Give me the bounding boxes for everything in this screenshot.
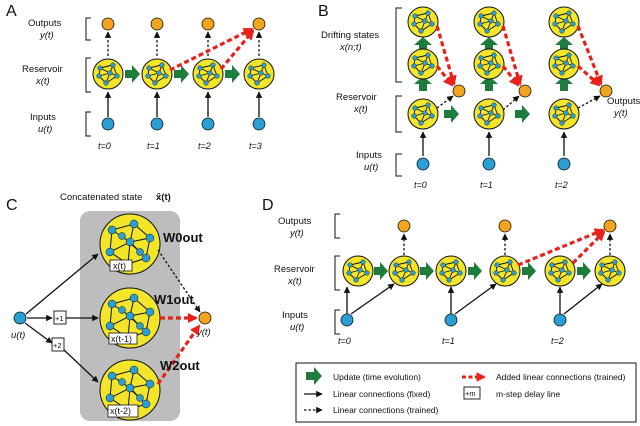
panel-d-outputs-label: Outputs xyxy=(278,216,312,227)
panel-b-inputs-symbol: u(t) xyxy=(364,162,378,173)
panel-d-outputs-bracket xyxy=(334,213,340,239)
panel-b-drifting-label: Drifting states xyxy=(321,30,379,41)
panel-b-input-arrows xyxy=(419,131,568,156)
panel-b-outputs-label: Outputs xyxy=(607,96,640,107)
panel-d-update-arrows xyxy=(374,262,591,280)
panel-a-outputs xyxy=(101,17,266,31)
panel-d-outputs xyxy=(397,219,617,233)
panel-d-tick-2: t=2 xyxy=(551,336,564,346)
panel-d-tick-0: t=0 xyxy=(338,336,351,346)
panel-a-tick-3: t=3 xyxy=(249,141,262,151)
legend-delay: m-step delay line xyxy=(496,389,561,399)
panel-a-input-arrows xyxy=(104,91,263,117)
panel-b-outputs-symbol: y(t) xyxy=(613,108,628,119)
legend-delay-icon xyxy=(463,386,481,400)
panel-d-reservoir-symbol: x(t) xyxy=(287,276,302,287)
panel-c-delay-1: +1 xyxy=(55,314,64,323)
panel-c-letter: C xyxy=(6,197,18,214)
panel-c-output-symbol: y(t) xyxy=(196,327,211,338)
panel-c-state-0: x(t) xyxy=(113,261,126,271)
legend-update: Update (time evolution) xyxy=(333,372,421,382)
panel-b-tick-2: t=2 xyxy=(555,180,568,190)
panel-a-outputs-bracket xyxy=(85,17,91,41)
panel-c-w0-link xyxy=(157,249,201,313)
legend-trained: Linear connections (trained) xyxy=(333,405,439,415)
panel-d-input-links xyxy=(343,283,603,315)
panel-c-input-node xyxy=(13,311,27,325)
panel-c: Concatenated state x̂(t) x(t) x(t-1) x(t… xyxy=(11,192,212,421)
panel-d-reservoir-bracket xyxy=(334,255,340,291)
panel-c-title-symbol: x̂(t) xyxy=(156,192,171,203)
panel-a-reservoirs xyxy=(92,58,275,90)
panel-a-inputs-symbol: u(t) xyxy=(38,124,52,135)
panel-a-added-trained-links xyxy=(169,27,255,72)
panel-b-tick-0: t=0 xyxy=(414,180,427,190)
legend: Update (time evolution) Linear connectio… xyxy=(295,362,637,423)
panel-b-added-trained-links xyxy=(435,25,603,87)
panel-a-update-arrows xyxy=(125,65,240,83)
legend-update-icon xyxy=(306,367,322,385)
legend-fixed: Linear connections (fixed) xyxy=(333,389,431,399)
panel-a-reservoir-symbol: x(t) xyxy=(35,76,50,87)
panel-b-readout-arrows xyxy=(436,95,601,111)
panel-a-readout-arrows xyxy=(104,31,263,56)
panel-c-state-tags xyxy=(107,259,139,418)
panel-a-reservoir-label: Reservoir xyxy=(22,64,63,75)
panel-a-inputs-label: Inputs xyxy=(30,112,56,123)
panel-c-reservoirs xyxy=(99,213,161,421)
panel-b-reservoir-label: Reservoir xyxy=(336,92,377,103)
panel-c-weight-0: W0out xyxy=(163,230,203,245)
panel-c-weight-2: W2out xyxy=(160,358,200,373)
panel-d-reservoirs xyxy=(342,255,626,287)
panel-c-input-symbol: u(t) xyxy=(11,330,25,341)
panel-b-outputs xyxy=(452,84,613,98)
panel-c-output-node xyxy=(198,311,212,325)
panel-d-inputs xyxy=(340,313,567,327)
legend-added: Added linear connections (trained) xyxy=(496,372,626,382)
panel-a-tick-1: t=1 xyxy=(147,141,160,151)
panel-a-inputs-bracket xyxy=(85,111,91,137)
panel-c-input-links xyxy=(24,253,99,383)
panel-a-letter: A xyxy=(6,3,17,20)
panel-b-reservoir-symbol: x(t) xyxy=(353,104,368,115)
panel-c-delay-boxes xyxy=(51,310,67,352)
panel-c-weight-1: W1out xyxy=(154,292,194,307)
panel-d-readout-links xyxy=(400,233,614,255)
panel-b-inputs-bracket xyxy=(395,153,402,177)
panel-a-outputs-label: Outputs xyxy=(28,18,62,29)
legend-delay-box: +m xyxy=(465,389,476,398)
panel-d-tick-1: t=1 xyxy=(442,336,455,346)
panel-c-delay-2: +2 xyxy=(53,341,62,350)
panel-b-update-arrows xyxy=(444,105,530,123)
panel-a-reservoir-bracket xyxy=(85,57,91,93)
panel-d: Outputs y(t) Reservoir x(t) Inputs u(t) xyxy=(274,213,626,346)
panel-d-reservoir-label: Reservoir xyxy=(274,264,315,275)
panel-d-added-trained-links xyxy=(517,228,606,267)
panel-a-outputs-symbol: y(t) xyxy=(39,30,54,41)
panel-d-outputs-symbol: y(t) xyxy=(289,228,304,239)
panel-b-tick-1: t=1 xyxy=(480,180,493,190)
panel-b-drifting-symbol: x(n;t) xyxy=(339,42,362,53)
panel-b-up-arrows xyxy=(414,37,573,91)
panel-b-inputs-label: Inputs xyxy=(356,150,382,161)
panel-b-drifting-bracket xyxy=(395,7,402,83)
panel-d-inputs-label: Inputs xyxy=(282,310,308,321)
panel-d-letter: D xyxy=(262,197,274,214)
panel-c-state-1: x(t-1) xyxy=(111,334,132,344)
panel-d-inputs-bracket xyxy=(334,309,340,335)
panel-a: Outputs y(t) Reservoir x(t) Inputs u(t) xyxy=(22,17,275,151)
panel-a-inputs xyxy=(101,117,266,131)
panel-d-inputs-symbol: u(t) xyxy=(290,322,304,333)
panel-b-reservoirs xyxy=(407,6,580,130)
panel-c-title: Concatenated state xyxy=(60,192,142,203)
panel-c-added-trained-links xyxy=(156,312,201,385)
panel-b: Drifting states x(n;t) Reservoir x(t) In… xyxy=(321,6,640,190)
panel-b-reservoir-bracket xyxy=(395,95,402,133)
panel-b-inputs xyxy=(416,157,571,171)
panel-c-state-2: x(t-2) xyxy=(110,406,131,416)
panel-a-tick-2: t=2 xyxy=(198,141,211,151)
panel-a-tick-0: t=0 xyxy=(98,141,111,151)
panel-b-letter: B xyxy=(318,3,329,20)
